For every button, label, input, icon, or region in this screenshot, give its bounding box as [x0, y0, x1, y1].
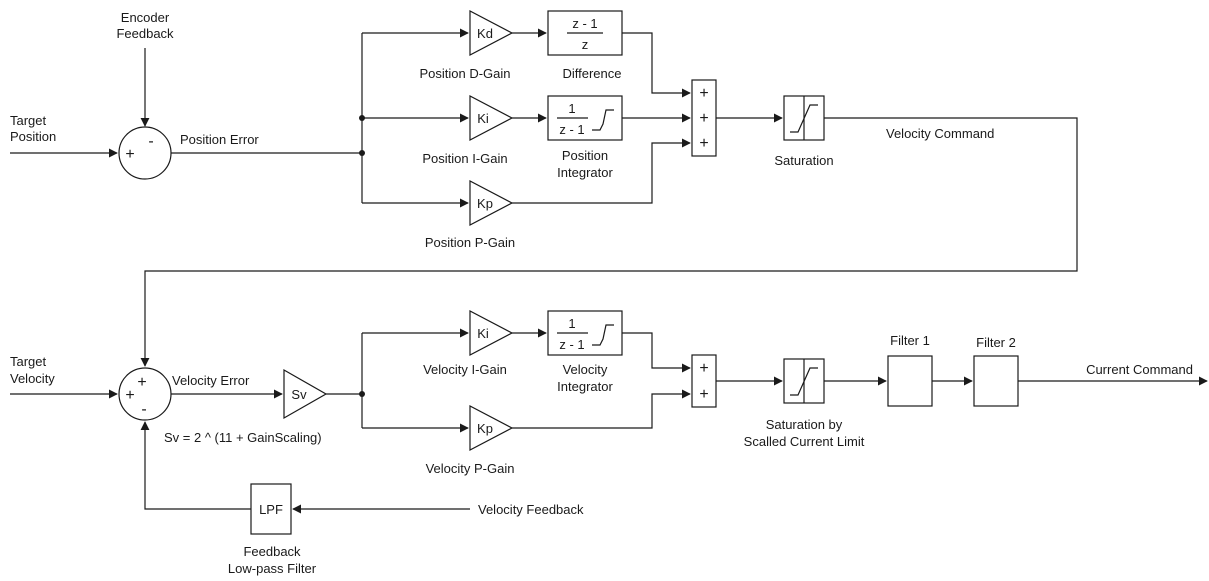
filter-2-block [973, 355, 1019, 407]
position-ki-gain-block [469, 95, 514, 141]
lpf-symbol: LPF [259, 502, 283, 517]
current-command-label: Current Command [1086, 362, 1193, 377]
wire-velocity-integrator-to-sum [622, 332, 691, 373]
sv-gain-block [283, 368, 328, 420]
filter-2-label: Filter 2 [976, 335, 1016, 350]
position-p-gain-label: Position P-Gain [425, 235, 515, 250]
current-saturation-label-1: Saturation by [766, 417, 843, 432]
velocity-ki-gain-block [469, 310, 514, 356]
velocity-integrator-label-2: Integrator [557, 379, 613, 394]
velocity-integrator-label-1: Velocity [563, 362, 608, 377]
target-position-label-2: Position [10, 129, 56, 144]
lpf-caption-1: Feedback [243, 544, 301, 559]
velocity-sum-plus-top: + [137, 374, 146, 391]
position-sum-sign-1: + [699, 85, 708, 102]
position-sum-plus-sign: + [125, 146, 134, 163]
position-sum-block [691, 79, 717, 157]
velocity-kp-gain-symbol: Kp [477, 421, 493, 436]
position-error-label: Position Error [180, 132, 259, 147]
difference-label: Difference [562, 66, 621, 81]
difference-denominator: z [582, 37, 589, 52]
position-ki-gain-symbol: Ki [477, 111, 489, 126]
velocity-p-gain-label: Velocity P-Gain [426, 461, 515, 476]
wire-velocity-kp-to-sum [512, 389, 691, 429]
velocity-integrator-limit-curve [592, 324, 614, 346]
velocity-sum-sign-1: + [699, 360, 708, 377]
velocity-sum-sign-2: + [699, 386, 708, 403]
current-saturation-curve [790, 367, 818, 396]
velocity-ki-gain-symbol: Ki [477, 326, 489, 341]
filter-1-label: Filter 1 [890, 333, 930, 348]
position-integrator-label-1: Position [562, 148, 608, 163]
position-kp-gain-symbol: Kp [477, 196, 493, 211]
velocity-sum-block [691, 354, 717, 408]
position-integrator-numerator: 1 [568, 101, 575, 116]
saturation-label: Saturation [774, 153, 833, 168]
position-branch-node-1 [359, 150, 365, 156]
velocity-kp-gain-block [469, 405, 514, 451]
target-position-label-1: Target [10, 113, 47, 128]
sv-gain-symbol: Sv [291, 387, 307, 402]
encoder-feedback-label-2: Feedback [116, 26, 174, 41]
velocity-branch-node [359, 391, 365, 397]
position-kd-gain-symbol: Kd [477, 26, 493, 41]
lpf-caption-2: Low-pass Filter [228, 561, 317, 576]
lpf-block [250, 483, 292, 535]
target-velocity-label-1: Target [10, 354, 47, 369]
velocity-error-label: Velocity Error [172, 373, 250, 388]
difference-numerator: z - 1 [572, 16, 597, 31]
position-kp-gain-block [469, 180, 514, 226]
current-saturation-label-2: Scalled Current Limit [744, 434, 865, 449]
velocity-feedback-label: Velocity Feedback [478, 502, 584, 517]
target-velocity-label-2: Velocity [10, 371, 55, 386]
wire-difference-to-sum [622, 32, 691, 98]
lpf-to-sum-wire [140, 421, 251, 510]
position-sum-sign-3: + [699, 135, 708, 152]
wire-kp-to-sum [512, 138, 691, 204]
velocity-command-label: Velocity Command [886, 126, 994, 141]
position-integrator-label-2: Integrator [557, 165, 613, 180]
velocity-integrator-numerator: 1 [568, 316, 575, 331]
encoder-feedback-label-1: Encoder [121, 10, 170, 25]
position-sum-sign-2: + [699, 110, 708, 127]
position-sum-minus-sign: - [148, 133, 153, 150]
position-integrator-limit-curve [592, 109, 614, 131]
velocity-sum-plus-left: + [125, 387, 134, 404]
filter-1-block [887, 355, 933, 407]
velocity-command-wire [140, 117, 1078, 367]
position-d-gain-label: Position D-Gain [419, 66, 510, 81]
velocity-integrator-denominator: z - 1 [559, 337, 584, 352]
position-integrator-denominator: z - 1 [559, 122, 584, 137]
saturation-curve [790, 104, 818, 133]
velocity-sum-minus-bottom: - [141, 401, 146, 418]
sv-formula: Sv = 2 ^ (11 + GainScaling) [164, 430, 322, 445]
position-i-gain-label: Position I-Gain [422, 151, 507, 166]
velocity-i-gain-label: Velocity I-Gain [423, 362, 507, 377]
position-kd-gain-block [469, 10, 514, 56]
